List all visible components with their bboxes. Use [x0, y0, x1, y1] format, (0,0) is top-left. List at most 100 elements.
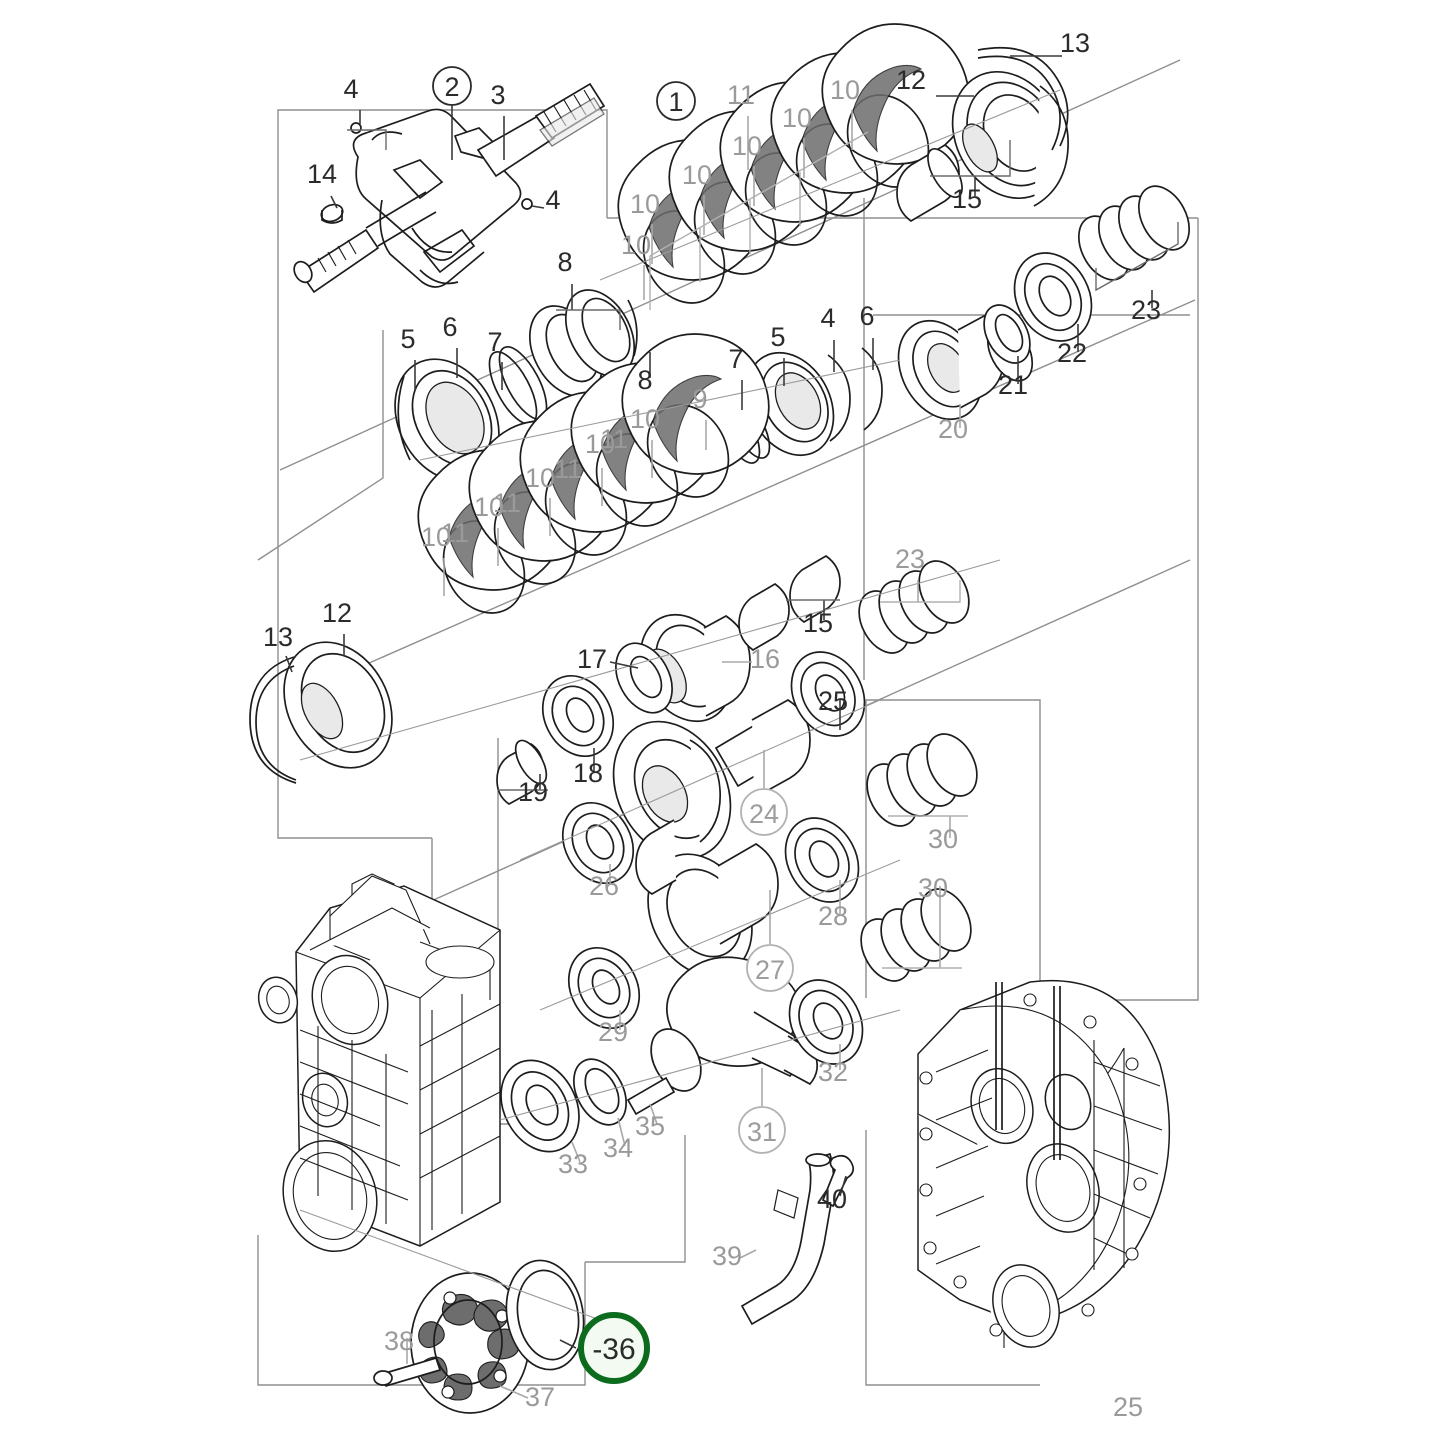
part-label-10: 10 — [621, 230, 651, 260]
assembly-callouts: 1 2 24 27 31 — [432, 66, 794, 1154]
part-label-21: 21 — [998, 370, 1028, 400]
axis-lines — [299, 89, 1061, 1321]
part-label-11: 11 — [727, 80, 755, 110]
part-label-23: 23 — [895, 544, 925, 574]
roller-15-top — [896, 143, 963, 223]
bearing-18 — [541, 674, 615, 758]
part-label-15: 15 — [803, 608, 833, 638]
part-label-7: 7 — [487, 327, 502, 357]
clutch-pack-bottom — [417, 333, 770, 614]
part-label-22: 22 — [1057, 338, 1087, 368]
mainshaft-27 — [635, 819, 779, 977]
part-label-10: 10 — [830, 75, 860, 105]
part-label-13: 13 — [263, 622, 293, 652]
plug-40 — [821, 1154, 855, 1208]
part-label-10: 10 — [682, 160, 712, 190]
roller-19 — [496, 739, 548, 805]
part-label-11: 11 — [493, 488, 521, 518]
part-label-4: 4 — [343, 74, 358, 104]
part-label-13: 13 — [1060, 28, 1090, 58]
part-label-6: 6 — [859, 301, 874, 331]
part-label-3: 3 — [490, 80, 505, 110]
part-label-33: 33 — [558, 1149, 588, 1179]
part-label-20: 20 — [938, 414, 968, 444]
part-label-12: 12 — [322, 598, 352, 628]
part-label-10: 10 — [474, 492, 504, 522]
input-shaft-assembly — [293, 82, 606, 294]
bell-housing-right — [917, 979, 1171, 1348]
callout-27: 27 — [746, 944, 794, 992]
part-label-17: 17 — [577, 644, 607, 674]
part-label-18: 18 — [573, 758, 603, 788]
part-label-12: 12 — [896, 65, 926, 95]
part-label-39: 39 — [712, 1241, 742, 1271]
snap-ring-13-lower — [249, 656, 297, 784]
bearing-26 — [561, 801, 635, 885]
part-label-10: 10 — [630, 189, 660, 219]
shaft-35 — [626, 1076, 676, 1116]
callout-1-label: 1 — [668, 87, 683, 117]
seal-ring-group-left — [394, 289, 638, 482]
highlighted-part-36[interactable]: -36 — [578, 1312, 650, 1384]
part-label-4: 4 — [820, 303, 835, 333]
breather-tube-39 — [740, 1152, 835, 1326]
part-label-23: 23 — [1131, 295, 1161, 325]
callout-31: 31 — [738, 1106, 786, 1154]
part-label-10: 10 — [732, 131, 762, 161]
bearing-29 — [567, 946, 641, 1030]
clutch-pack-top — [617, 23, 1069, 304]
callout-2: 2 — [432, 66, 472, 106]
bearing-32 — [788, 979, 864, 1065]
bearing-33 — [500, 1059, 580, 1153]
part-label-40: 40 — [817, 1184, 847, 1214]
highlight-label: -36 — [592, 1333, 635, 1366]
washer-21 — [983, 304, 1031, 364]
part-label-8: 8 — [637, 365, 652, 395]
part-label-5: 5 — [770, 322, 785, 352]
shim-stack-23-top — [1078, 185, 1190, 281]
part-label-30: 30 — [928, 824, 958, 854]
callout-27-label: 27 — [755, 955, 785, 985]
snap-ring-13-top — [977, 46, 1069, 151]
part-label-11: 11 — [554, 454, 582, 484]
part-label-10: 10 — [421, 522, 451, 552]
part-label-29: 29 — [598, 1017, 628, 1047]
part-label-35: 35 — [635, 1111, 665, 1141]
part-label-25: 25 — [1113, 1392, 1143, 1422]
part-label-4: 4 — [545, 185, 560, 215]
shim-stack-30-lower — [860, 888, 972, 982]
part-label-10: 10 — [782, 103, 812, 133]
part-label-38: 38 — [384, 1326, 414, 1356]
shim-stack-30-upper — [866, 733, 978, 827]
oil-pump-assembly — [373, 1259, 585, 1414]
part-label-26: 26 — [589, 871, 619, 901]
callout-1: 1 — [656, 81, 696, 121]
part-label-10: 10 — [630, 404, 660, 434]
highlight-ring[interactable] — [578, 1312, 650, 1384]
part-label-11: 11 — [441, 518, 469, 548]
part-label-15: 15 — [952, 184, 982, 214]
part-label-5: 5 — [400, 324, 415, 354]
part-label-19: 19 — [518, 777, 548, 807]
part-label-37: 37 — [525, 1382, 555, 1412]
part-label-11: 11 — [600, 424, 628, 454]
callout-24-label: 24 — [749, 799, 779, 829]
gear-20-group — [897, 315, 1034, 421]
washer-17 — [615, 642, 673, 714]
part-label-30: 30 — [918, 873, 948, 903]
part-label-8: 8 — [557, 247, 572, 277]
callout-24: 24 — [740, 788, 788, 836]
part-label-16: 16 — [750, 644, 780, 674]
gearbox-case-left — [257, 873, 501, 1253]
callout-31-label: 31 — [747, 1117, 777, 1147]
part-label-32: 32 — [818, 1057, 848, 1087]
roller-15-lower — [738, 554, 841, 652]
part-label-14: 14 — [307, 159, 337, 189]
mainshaft-24 — [612, 699, 811, 860]
part-label-28: 28 — [818, 901, 848, 931]
part-label-9: 9 — [692, 384, 707, 414]
part-label-34: 34 — [603, 1133, 633, 1163]
